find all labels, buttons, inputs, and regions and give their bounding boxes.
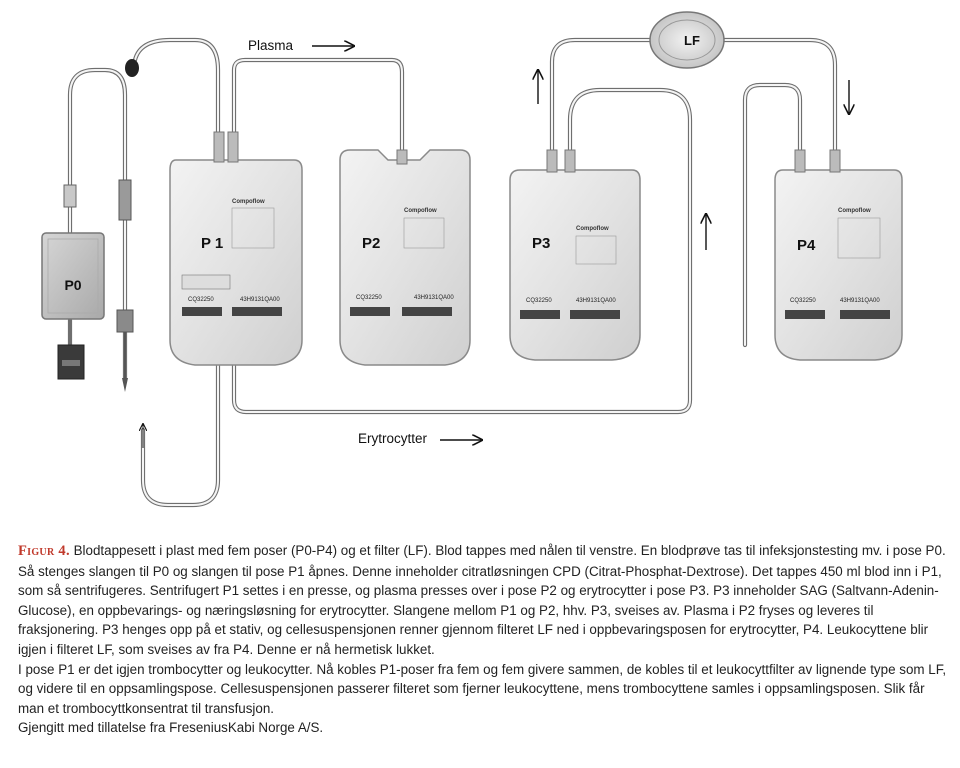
bag-p3-code-2: 43H9131QA00 — [576, 298, 616, 304]
bag-p4-brand: Compoflow — [838, 208, 871, 214]
tubing — [67, 37, 838, 508]
flow-annotations: Plasma Erytrocytter — [143, 38, 849, 448]
bag-p3-brand: Compoflow — [576, 226, 609, 232]
sample-adapter — [57, 344, 85, 380]
blood-bag-set-figure: P0 P 1 Compoflow CQ32250 43H9131QA00 P2 … — [41, 11, 903, 508]
figure-caption: Figur 4. Blodtappesett i plast med fem p… — [18, 541, 948, 738]
bag-p1-code-2: 43H9131QA00 — [240, 297, 280, 303]
bag-p4-code: CQ32250 — [790, 298, 816, 304]
bag-p1: P 1 Compoflow CQ32250 43H9131QA00 — [169, 131, 303, 366]
erythrocytes-flow-label: Erytrocytter — [358, 431, 428, 446]
bag-p2-label: P2 — [362, 235, 380, 252]
bag-p3-code: CQ32250 — [526, 298, 552, 304]
bag-p1-code: CQ32250 — [188, 297, 214, 303]
bag-p2-brand: Compoflow — [404, 208, 437, 214]
bag-p0: P0 — [41, 232, 105, 320]
bag-p2-code: CQ32250 — [356, 295, 382, 301]
bag-p2: P2 Compoflow CQ32250 43H9131QA00 — [339, 149, 471, 366]
caption-text-1: Blodtappesett i plast med fem poser (P0-… — [18, 543, 946, 657]
bag-p2-code-2: 43H9131QA00 — [414, 295, 454, 301]
bag-p4-label: P4 — [797, 237, 816, 254]
figure-label: Figur 4. — [18, 543, 70, 559]
caption-paragraph-1: Figur 4. Blodtappesett i plast med fem p… — [18, 541, 948, 660]
caption-credit: Gjengitt med tillatelse fra FreseniusKab… — [18, 720, 324, 736]
bag-p4-code-2: 43H9131QA00 — [840, 298, 880, 304]
needle-assembly — [63, 59, 139, 392]
plasma-flow-label: Plasma — [248, 38, 294, 53]
bag-p4: P4 Compoflow CQ32250 43H9131QA00 — [774, 149, 903, 361]
bag-p3: P3 Compoflow CQ32250 43H9131QA00 — [509, 149, 641, 361]
bag-p1-brand: Compoflow — [232, 199, 265, 205]
caption-paragraph-2: I pose P1 er det igjen trombocytter og l… — [18, 661, 947, 716]
leukocyte-filter: LF — [649, 11, 725, 69]
bag-p0-label: P0 — [64, 277, 81, 293]
bag-p3-label: P3 — [532, 235, 550, 252]
filter-label: LF — [684, 33, 700, 48]
bag-p1-label: P 1 — [201, 235, 223, 252]
